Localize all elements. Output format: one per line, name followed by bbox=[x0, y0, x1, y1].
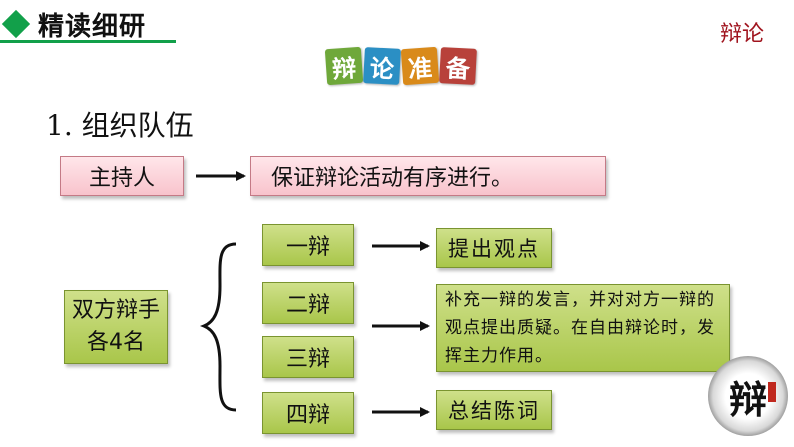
host-label: 主持人 bbox=[88, 166, 155, 191]
seal-logo: 辩 bbox=[708, 356, 788, 436]
header: 精读细研 辩论 bbox=[0, 0, 794, 50]
host-duty-text: 保证辩论活动有序进行。 bbox=[271, 166, 514, 191]
debater-first: 一辩 bbox=[262, 224, 354, 266]
team-line-1: 双方辩手 bbox=[71, 298, 160, 323]
debater-second: 二辩 bbox=[262, 282, 354, 324]
section-heading: 1. 组织队伍 bbox=[46, 109, 194, 142]
role-fourth: 总结陈词 bbox=[436, 390, 552, 430]
debater-third: 三辩 bbox=[262, 336, 354, 378]
curly-brace bbox=[199, 242, 237, 412]
seal-char: 辩 bbox=[728, 376, 767, 422]
page-title: 精读细研 bbox=[38, 12, 147, 42]
title-underline bbox=[0, 40, 176, 43]
role-first: 提出观点 bbox=[436, 228, 552, 268]
host-duty-box: 保证辩论活动有序进行。 bbox=[250, 156, 606, 196]
seal-stamp-icon bbox=[768, 382, 776, 402]
host-box: 主持人 bbox=[60, 156, 184, 196]
debater-fourth: 四辩 bbox=[262, 392, 354, 434]
topic-label: 辩论 bbox=[719, 22, 764, 47]
team-line-2: 各4名 bbox=[87, 330, 145, 355]
team-box: 双方辩手 各4名 bbox=[64, 290, 168, 364]
role-middle: 补充一辩的发言，并对对方一辩的观点提出质疑。在自由辩论时，发挥主力作用。 bbox=[436, 284, 730, 372]
